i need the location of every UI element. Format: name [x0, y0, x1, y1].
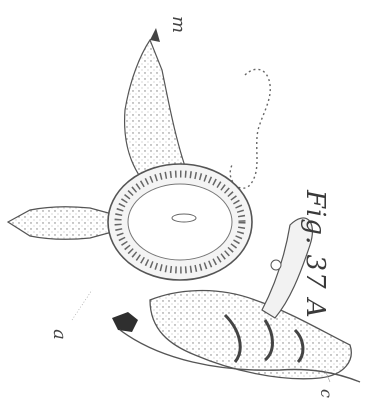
- dark-mark: [112, 312, 138, 332]
- left-tube: [8, 207, 112, 240]
- label-a: a: [49, 329, 70, 340]
- leader-line-a: [72, 290, 92, 320]
- label-m: m: [168, 16, 189, 33]
- dotted-outline: [230, 69, 270, 188]
- upper-horn-tip: [150, 28, 160, 42]
- central-lumen: [172, 214, 196, 222]
- figure-caption: Fig. 37 A: [300, 190, 330, 319]
- small-cell: [271, 260, 281, 270]
- label-c: c: [317, 389, 336, 398]
